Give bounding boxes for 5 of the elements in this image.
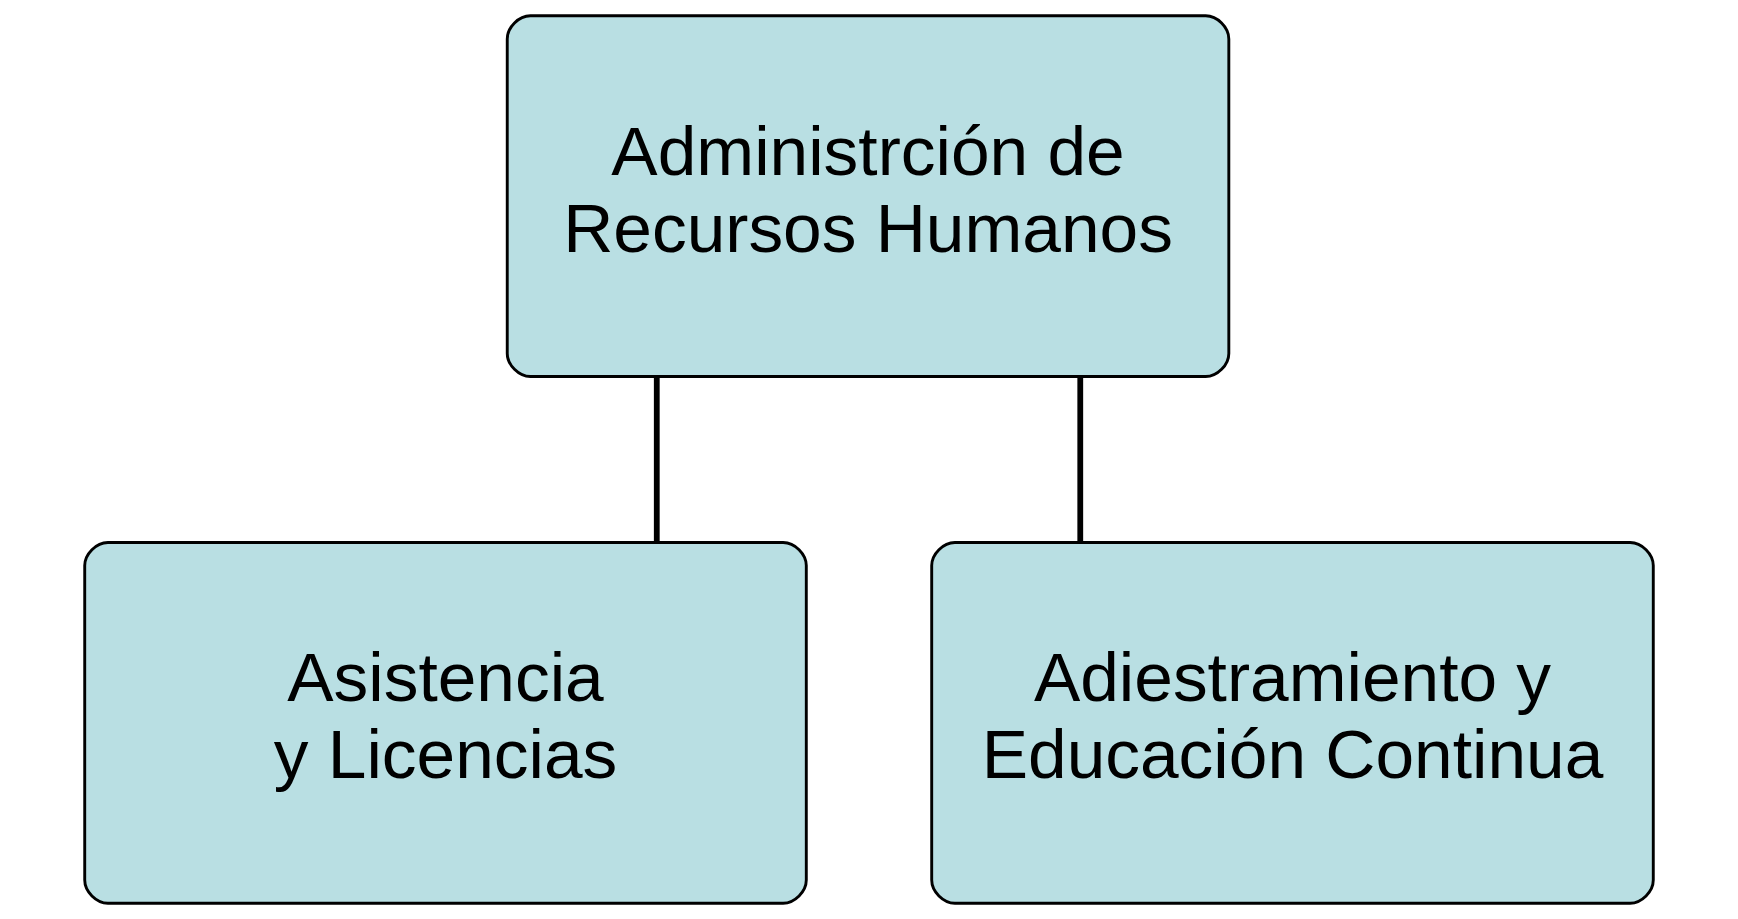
connector xyxy=(1077,376,1084,542)
node-box: Adiestramiento y Educación Continua xyxy=(930,541,1655,905)
node-box: Administrción de Recursos Humanos xyxy=(505,14,1231,378)
node-box: Asistencia y Licencias xyxy=(83,541,808,905)
connector xyxy=(653,376,660,542)
